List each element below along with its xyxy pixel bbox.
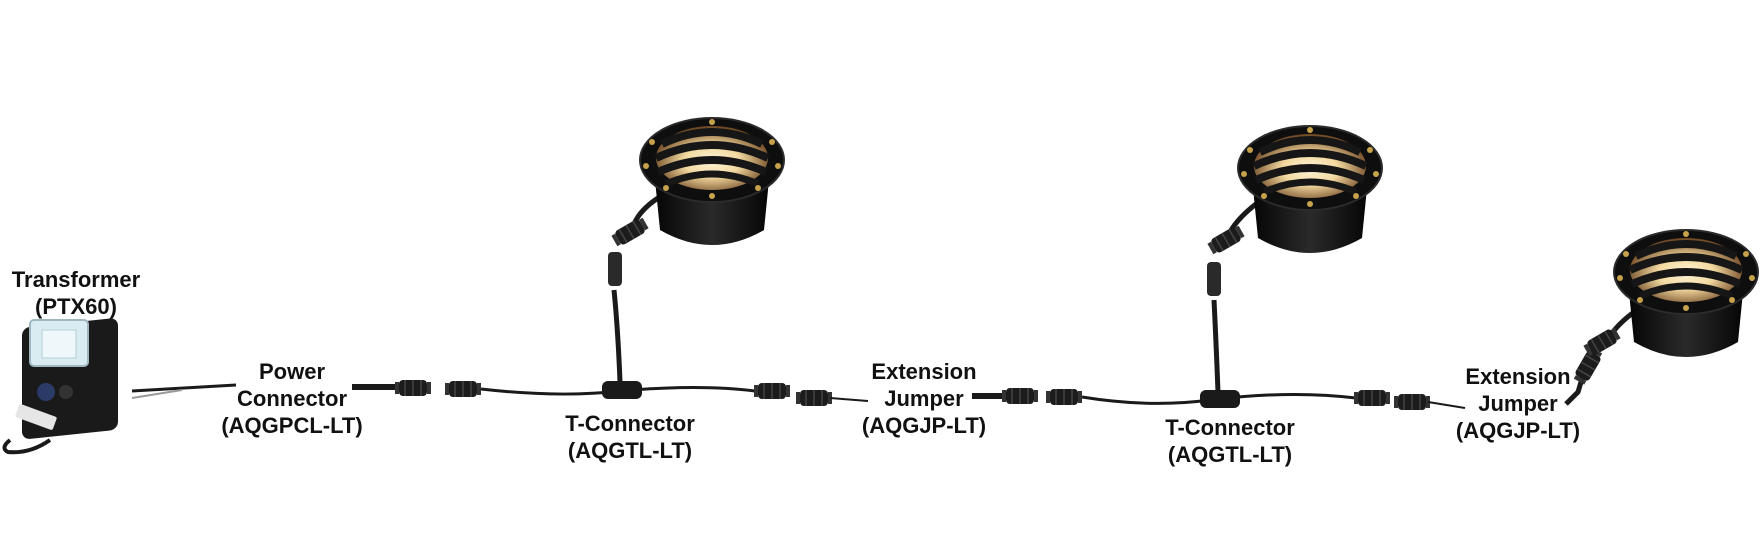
t-connector-1-cable: [444, 252, 869, 407]
transformer-icon: [2, 318, 118, 455]
extension-jumper-2-cable: [1564, 345, 1605, 406]
power-connector-label: Power Connector (AQGPCL-LT): [221, 359, 363, 438]
transformer-label: Transformer (PTX60): [11, 267, 141, 319]
well-light-fixture-3-icon: [1581, 230, 1758, 358]
t-connector-2-label: T-Connector (AQGTL-LT): [1165, 415, 1295, 467]
t-connector-2-cable: [1081, 262, 1466, 411]
extension-jumper-2-label: Extension Jumper (AQGJP-LT): [1455, 364, 1581, 443]
well-light-fixture-2-icon: [1205, 126, 1382, 256]
t-connector-1-label: T-Connector (AQGTL-LT): [565, 411, 695, 463]
well-light-fixture-1-icon: [609, 118, 784, 248]
extension-jumper-1-cable: [972, 387, 1083, 406]
extension-jumper-1-label: Extension Jumper (AQGJP-LT): [861, 359, 987, 438]
power-connector-plug-icon: [394, 379, 432, 397]
power-connector-cable: [131, 379, 432, 399]
